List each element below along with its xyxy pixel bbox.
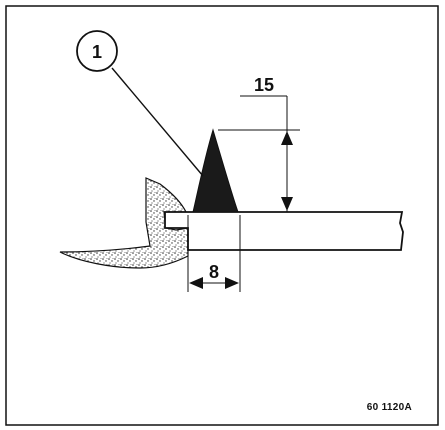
glass-panel [164, 211, 404, 251]
height-dimension-label: 15 [254, 75, 274, 95]
width-arrow-left [189, 277, 203, 289]
callout-leader-line [111, 67, 204, 177]
width-arrow-right [225, 277, 239, 289]
height-arrow-top [281, 131, 293, 145]
seal-profile [59, 177, 189, 269]
reference-code: 60 1120A [367, 402, 412, 413]
sealant-bead [192, 128, 239, 213]
callout-circle [76, 30, 118, 72]
height-arrow-bottom [281, 197, 293, 211]
callout-label: 1 [92, 42, 102, 62]
width-dimension-label: 8 [209, 262, 219, 282]
outer-border [5, 5, 439, 426]
